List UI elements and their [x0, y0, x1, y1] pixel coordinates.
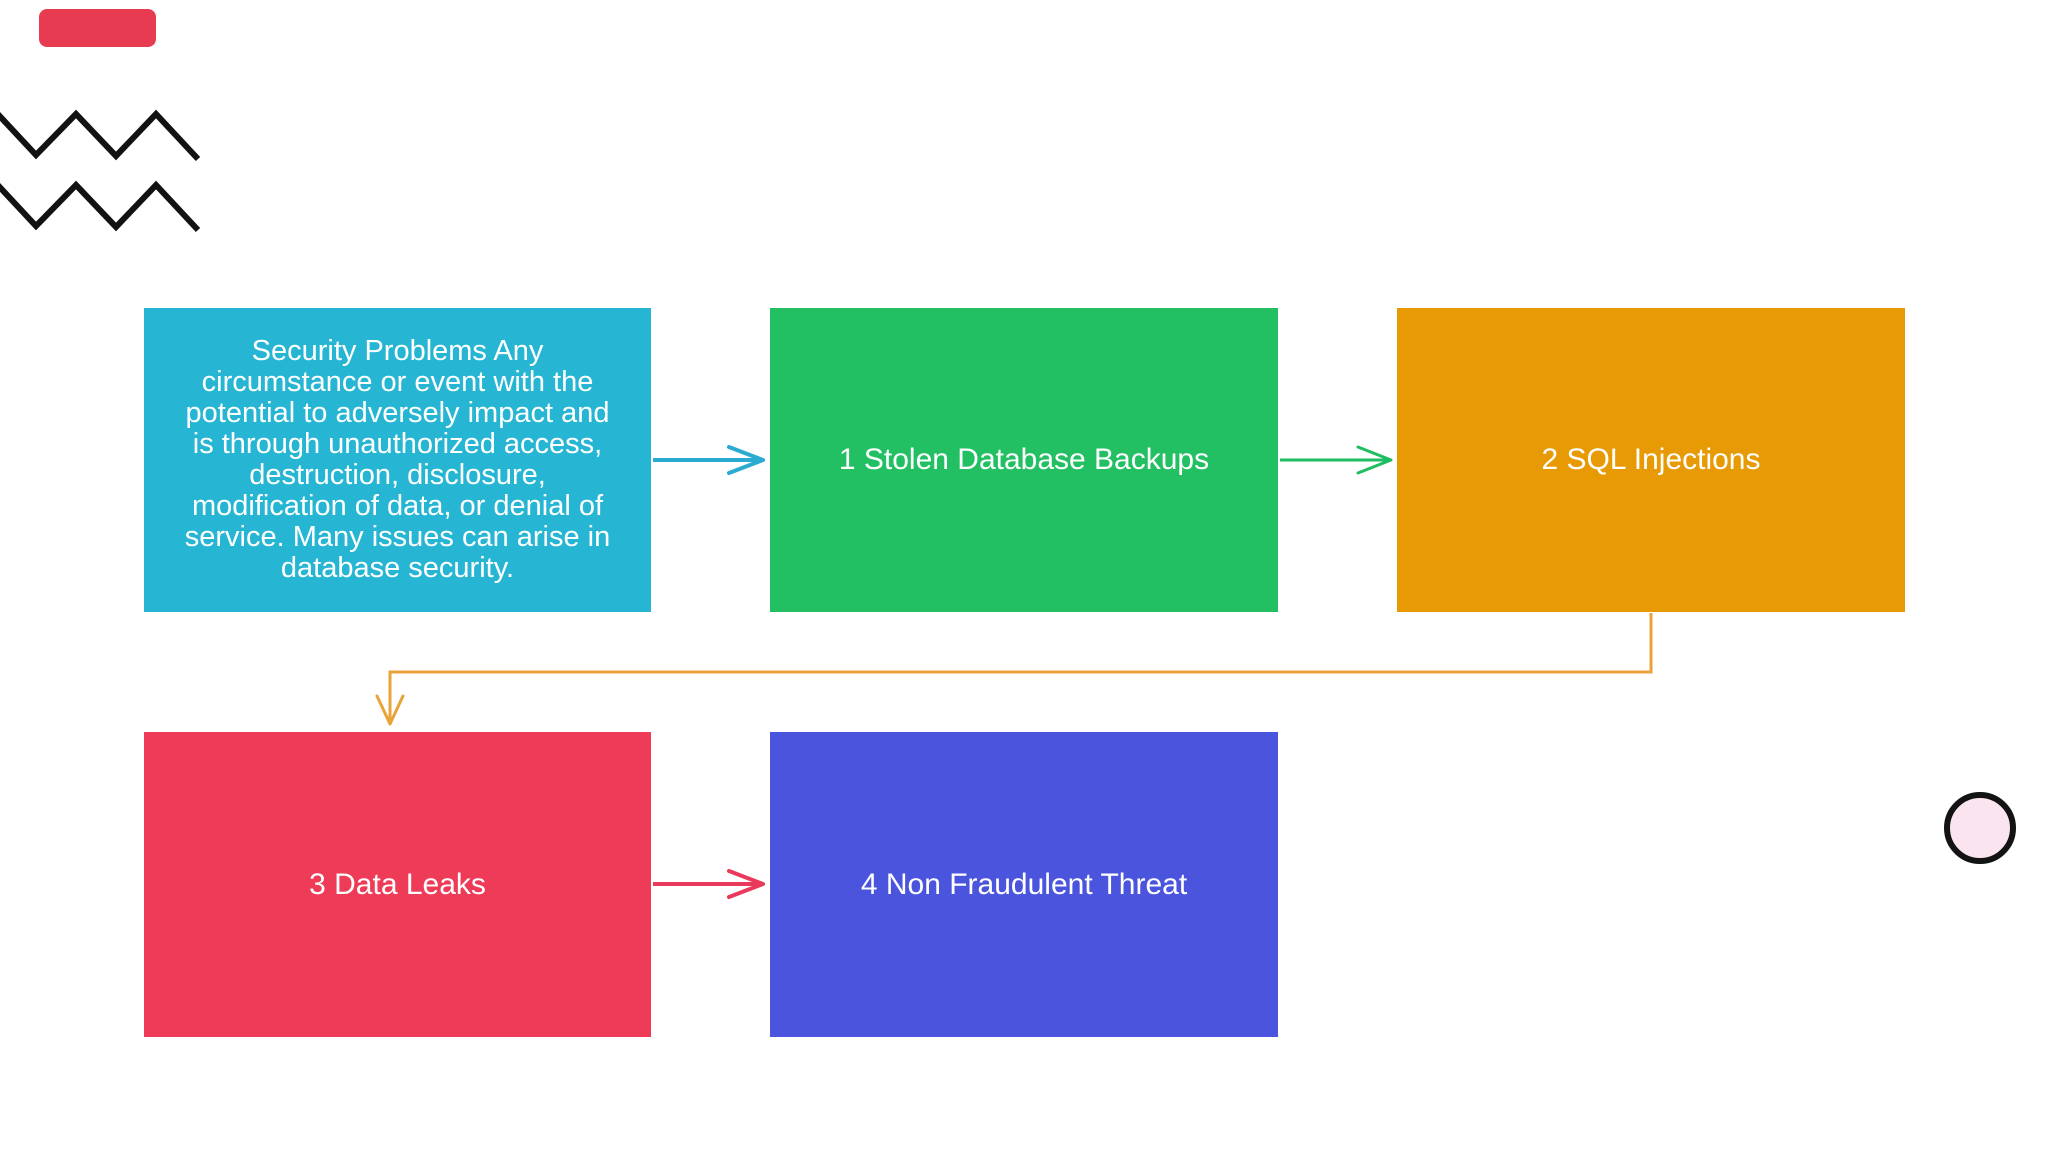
node-text: Security Problems Any circumstance or ev… — [184, 335, 611, 584]
node-label: 1 Stolen Database Backups — [838, 443, 1210, 476]
arrow-head — [1356, 445, 1393, 475]
connector-stolen-to-sql — [1280, 445, 1393, 475]
node-sql-injections[interactable]: 2 SQL Injections — [1397, 308, 1905, 612]
node-label: 3 Data Leaks — [309, 867, 486, 901]
zigzag-icon — [0, 180, 201, 233]
accent-bar-shape — [39, 9, 156, 47]
node-non-fraudulent-threat[interactable]: 4 Non Fraudulent Threat — [770, 732, 1278, 1037]
connector-leaks-to-threat — [653, 869, 765, 899]
connector-sql-to-leaks — [375, 613, 1653, 726]
node-label: 2 SQL Injections — [1541, 443, 1761, 476]
arrow-head — [375, 694, 405, 726]
connector-intro-to-stolen — [653, 445, 765, 475]
node-data-leaks[interactable]: 3 Data Leaks — [144, 732, 651, 1037]
arrow-head — [727, 445, 765, 475]
zigzag-icon — [0, 109, 201, 162]
node-security-problems[interactable]: Security Problems Any circumstance or ev… — [144, 308, 651, 612]
arrow-head — [727, 869, 765, 899]
arrow-line — [388, 613, 1653, 720]
node-stolen-database-backups[interactable]: 1 Stolen Database Backups — [770, 308, 1278, 612]
node-label: 4 Non Fraudulent Threat — [860, 867, 1188, 901]
circle-shape — [1944, 792, 2016, 864]
